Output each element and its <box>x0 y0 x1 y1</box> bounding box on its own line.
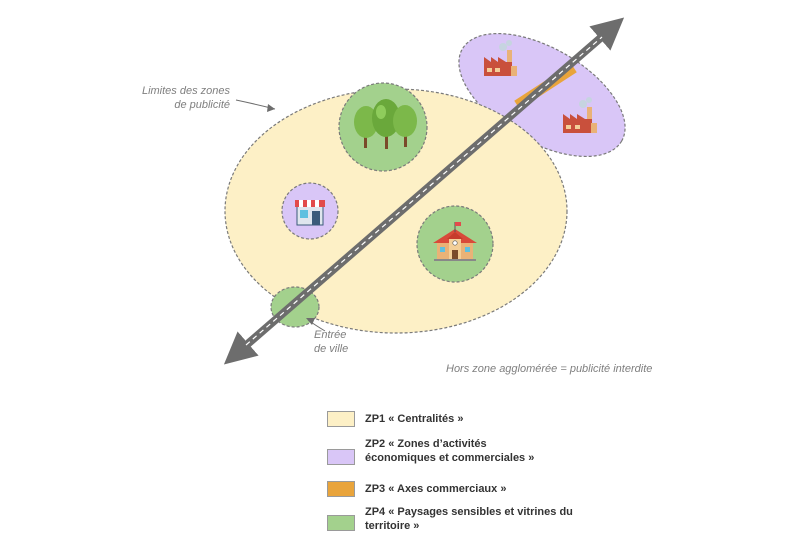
legend-label-zp4-line2: territoire » <box>365 520 420 532</box>
legend-swatch-zp4 <box>327 515 355 531</box>
entry-leader-arrow <box>306 318 315 325</box>
shop-icon <box>295 200 325 226</box>
legend-label-zp3-line1: ZP3 « Axes commerciaux » <box>365 483 507 495</box>
legend-label-zp3: ZP3 « Axes commerciaux » <box>365 482 585 496</box>
legend-swatch-zp2 <box>327 449 355 465</box>
limits-label: Limites des zones de publicité <box>120 84 230 112</box>
legend-swatch-zp1 <box>327 411 355 427</box>
legend-label-zp2-line2: économiques et commerciales » <box>365 452 535 464</box>
legend-label-zp2-line1: ZP2 « Zones d’activités <box>365 438 487 450</box>
entry-label: Entrée de ville <box>314 328 374 356</box>
legend-label-zp1-line1: ZP1 « Centralités » <box>365 413 464 425</box>
factory-icon <box>563 97 597 133</box>
legend-label-zp4: ZP4 « Paysages sensibles et vitrines du … <box>365 505 585 533</box>
entry-label-line1: Entrée <box>314 329 347 341</box>
limits-label-line2: de publicité <box>174 99 230 111</box>
school-icon <box>433 222 477 261</box>
outside-zone-label: Hors zone agglomérée = publicité interdi… <box>446 363 653 375</box>
legend-label-zp1: ZP1 « Centralités » <box>365 412 585 426</box>
road-center-dash <box>245 36 603 346</box>
legend-label-zp4-line1: ZP4 « Paysages sensibles et vitrines du <box>365 506 573 518</box>
legend-label-zp2: ZP2 « Zones d’activités économiques et c… <box>365 437 585 465</box>
limits-leader-arrow <box>267 104 275 112</box>
limits-label-line1: Limites des zones <box>141 85 230 97</box>
factory-icon <box>484 40 517 76</box>
legend-swatch-zp3 <box>327 481 355 497</box>
entry-label-line2: de ville <box>314 343 349 355</box>
trees-icon <box>354 99 417 149</box>
